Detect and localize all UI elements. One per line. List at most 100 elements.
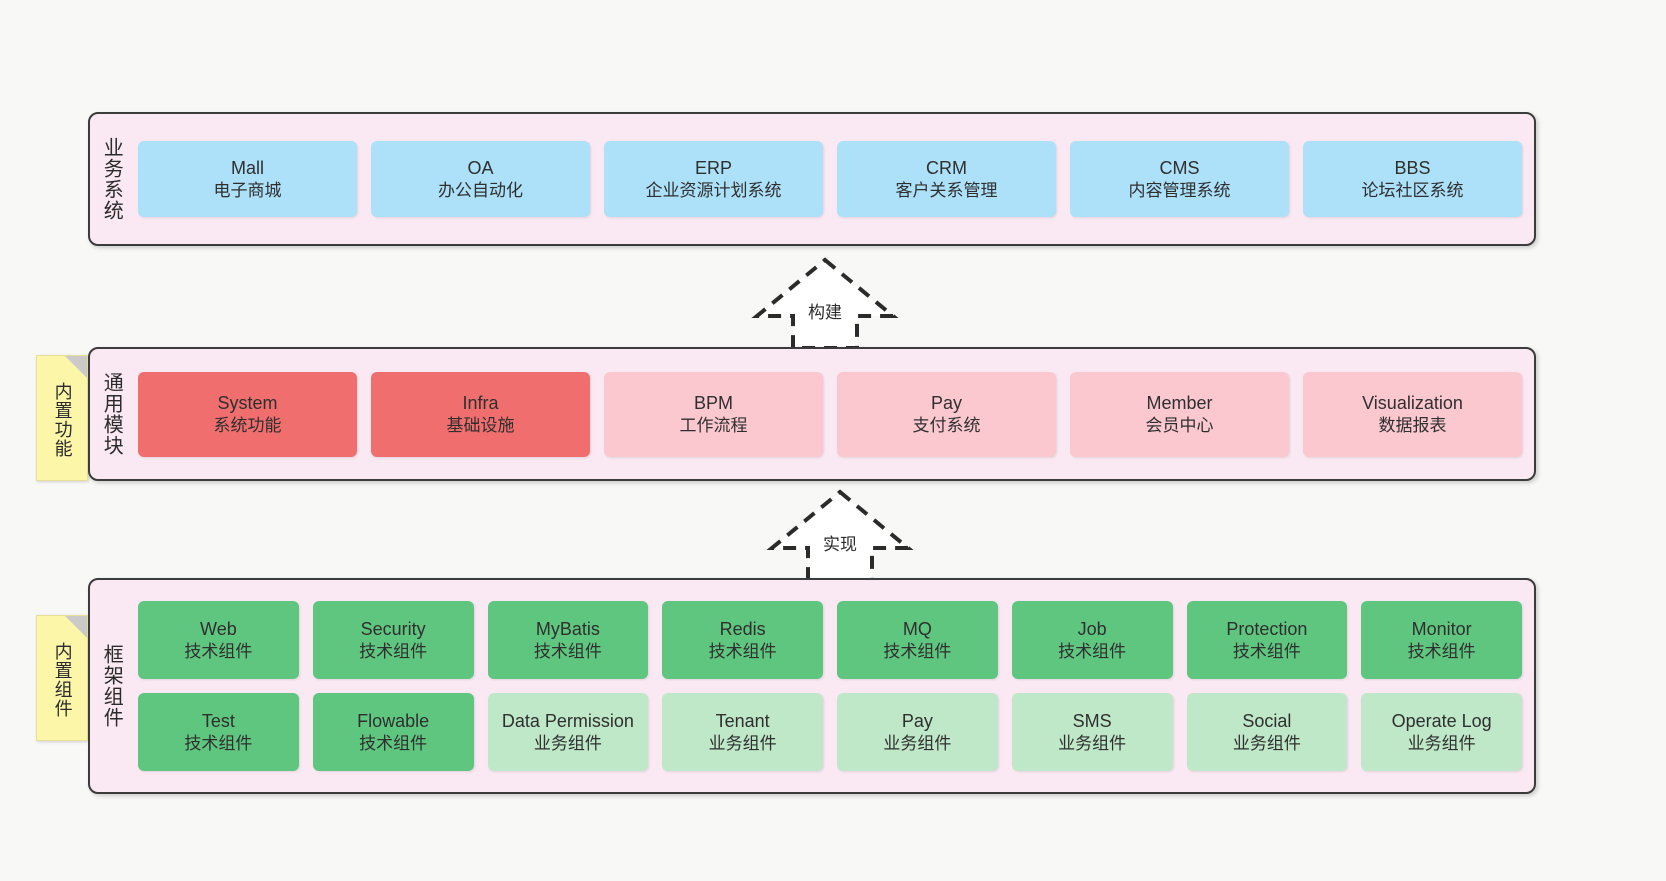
node-mall[interactable]: Mall 电子商城 <box>138 141 357 217</box>
node-web[interactable]: Web 技术组件 <box>138 601 299 679</box>
node-oa[interactable]: OA 办公自动化 <box>371 141 590 217</box>
node-mall-en: Mall <box>230 157 264 178</box>
sticky-note-builtin-functions-label: 内置功能 <box>52 382 73 458</box>
node-mq-cn: 技术组件 <box>883 641 952 661</box>
node-data-permission-cn: 业务组件 <box>533 733 602 753</box>
node-system[interactable]: System 系统功能 <box>138 371 357 457</box>
node-mybatis-en: MyBatis <box>535 618 600 639</box>
node-mq-en: MQ <box>902 618 932 639</box>
node-pay-component-cn: 业务组件 <box>883 733 952 753</box>
node-web-en: Web <box>200 618 237 639</box>
node-system-cn: 系统功能 <box>213 415 282 435</box>
framework-row-technical: Web 技术组件 Security 技术组件 MyBatis 技术组件 Redi… <box>138 601 1522 679</box>
node-test-en: Test <box>201 710 235 731</box>
node-flowable[interactable]: Flowable 技术组件 <box>312 693 474 771</box>
node-data-permission-en: Data Permission <box>501 710 634 731</box>
node-protection-en: Protection <box>1226 618 1308 639</box>
node-social[interactable]: Social 业务组件 <box>1186 693 1348 771</box>
node-test[interactable]: Test 技术组件 <box>138 693 299 771</box>
node-visualization[interactable]: Visualization 数据报表 <box>1303 371 1522 457</box>
node-flowable-cn: 技术组件 <box>359 733 428 753</box>
arrow-realize: 实现 <box>760 486 920 584</box>
node-protection-cn: 技术组件 <box>1232 641 1301 661</box>
node-security[interactable]: Security 技术组件 <box>312 601 474 679</box>
sticky-note-builtin-components: 内置组件 <box>36 615 88 741</box>
node-mybatis-cn: 技术组件 <box>533 641 602 661</box>
node-operate-log-en: Operate Log <box>1391 710 1492 731</box>
node-erp[interactable]: ERP 企业资源计划系统 <box>604 141 823 217</box>
node-protection[interactable]: Protection 技术组件 <box>1186 601 1348 679</box>
node-pay-module-en: Pay <box>930 392 963 413</box>
node-pay-component[interactable]: Pay 业务组件 <box>837 693 998 771</box>
node-infra-en: Infra <box>462 392 499 413</box>
node-oa-en: OA <box>467 157 494 178</box>
node-pay-module[interactable]: Pay 支付系统 <box>837 371 1056 457</box>
node-infra[interactable]: Infra 基础设施 <box>371 371 590 457</box>
node-monitor[interactable]: Monitor 技术组件 <box>1361 601 1522 679</box>
node-crm[interactable]: CRM 客户关系管理 <box>837 141 1056 217</box>
node-member-en: Member <box>1146 392 1213 413</box>
node-cms-en: CMS <box>1159 157 1200 178</box>
node-monitor-en: Monitor <box>1411 618 1472 639</box>
node-job-en: Job <box>1077 618 1107 639</box>
node-sms-en: SMS <box>1072 710 1112 731</box>
node-web-cn: 技术组件 <box>184 641 253 661</box>
node-security-cn: 技术组件 <box>359 641 428 661</box>
node-crm-en: CRM <box>926 157 967 178</box>
layer-framework-components: 框架组件 Web 技术组件 Security 技术组件 MyBatis 技术组件… <box>88 578 1536 794</box>
node-cms[interactable]: CMS 内容管理系统 <box>1070 141 1289 217</box>
node-flowable-en: Flowable <box>357 710 430 731</box>
node-job[interactable]: Job 技术组件 <box>1011 601 1173 679</box>
node-social-en: Social <box>1242 710 1292 731</box>
node-visualization-en: Visualization <box>1362 392 1463 413</box>
node-sms[interactable]: SMS 业务组件 <box>1011 693 1173 771</box>
node-bbs-cn: 论坛社区系统 <box>1361 180 1464 200</box>
node-oa-cn: 办公自动化 <box>438 180 523 200</box>
node-bbs[interactable]: BBS 论坛社区系统 <box>1303 141 1522 217</box>
node-sms-cn: 业务组件 <box>1058 733 1127 753</box>
node-monitor-cn: 技术组件 <box>1407 641 1476 661</box>
node-operate-log[interactable]: Operate Log 业务组件 <box>1361 693 1522 771</box>
layer-title-common-modules: 通用模块 <box>100 372 123 456</box>
node-system-en: System <box>217 392 278 413</box>
node-test-cn: 技术组件 <box>184 733 253 753</box>
node-operate-log-cn: 业务组件 <box>1407 733 1476 753</box>
node-cms-cn: 内容管理系统 <box>1128 180 1231 200</box>
arrow-build: 构建 <box>745 254 905 352</box>
node-erp-en: ERP <box>694 157 732 178</box>
layer-body-business-system: Mall 电子商城 OA 办公自动化 ERP 企业资源计划系统 CRM 客户关系… <box>132 114 1534 244</box>
node-pay-module-cn: 支付系统 <box>912 415 981 435</box>
node-crm-cn: 客户关系管理 <box>895 180 998 200</box>
sticky-note-builtin-functions: 内置功能 <box>36 355 88 481</box>
node-bpm[interactable]: BPM 工作流程 <box>604 371 823 457</box>
layer-body-common-modules: System 系统功能 Infra 基础设施 BPM 工作流程 Pay 支付系统… <box>132 349 1534 479</box>
node-erp-cn: 企业资源计划系统 <box>645 180 782 200</box>
node-job-cn: 技术组件 <box>1058 641 1127 661</box>
node-member-cn: 会员中心 <box>1145 415 1214 435</box>
node-tenant-cn: 业务组件 <box>708 733 777 753</box>
layer-title-business-system: 业务系统 <box>100 137 123 221</box>
node-bpm-cn: 工作流程 <box>679 415 748 435</box>
node-mall-cn: 电子商城 <box>213 180 282 200</box>
node-bpm-en: BPM <box>693 392 733 413</box>
node-tenant[interactable]: Tenant 业务组件 <box>662 693 823 771</box>
layer-title-framework-components: 框架组件 <box>100 644 123 728</box>
node-redis[interactable]: Redis 技术组件 <box>662 601 823 679</box>
node-tenant-en: Tenant <box>715 710 770 731</box>
layer-business-system: 业务系统 Mall 电子商城 OA 办公自动化 ERP 企业资源计划系统 CRM… <box>88 112 1536 246</box>
node-mq[interactable]: MQ 技术组件 <box>837 601 998 679</box>
node-data-permission[interactable]: Data Permission 业务组件 <box>487 693 649 771</box>
node-redis-cn: 技术组件 <box>708 641 777 661</box>
framework-row-business: Test 技术组件 Flowable 技术组件 Data Permission … <box>138 693 1522 771</box>
layer-common-modules: 通用模块 System 系统功能 Infra 基础设施 BPM 工作流程 Pay… <box>88 347 1536 481</box>
node-redis-en: Redis <box>719 618 766 639</box>
node-bbs-en: BBS <box>1394 157 1431 178</box>
node-pay-component-en: Pay <box>901 710 933 731</box>
node-visualization-cn: 数据报表 <box>1378 415 1447 435</box>
sticky-note-builtin-components-label: 内置组件 <box>52 642 73 718</box>
node-member[interactable]: Member 会员中心 <box>1070 371 1289 457</box>
node-security-en: Security <box>360 618 426 639</box>
node-social-cn: 业务组件 <box>1232 733 1301 753</box>
node-mybatis[interactable]: MyBatis 技术组件 <box>487 601 649 679</box>
